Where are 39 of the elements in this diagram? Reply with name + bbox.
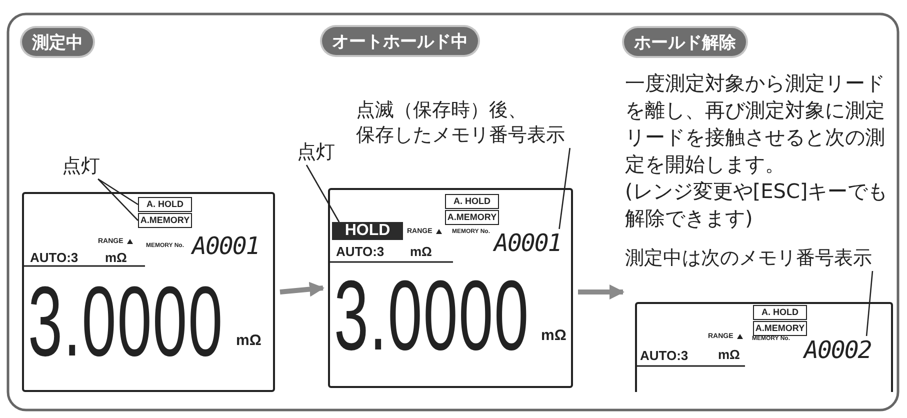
- lcd-screen: [635, 302, 893, 392]
- indicator-label: A. HOLD: [445, 194, 499, 209]
- indicator-label: A. HOLD: [753, 305, 807, 320]
- memory-number-readout: A0001: [192, 232, 260, 260]
- callout-text: 点滅（保存時）後、保存したメモリ番号表示: [356, 98, 586, 148]
- hold-indicator: HOLD: [332, 222, 403, 240]
- unit-text: mΩ: [105, 250, 127, 265]
- range-mode-text: AUTO:3: [336, 244, 384, 259]
- callout-text: 点灯: [297, 140, 335, 165]
- section-badge: オートホールド中: [322, 27, 478, 55]
- callout-text: 点灯: [62, 154, 100, 179]
- indicator-label: A.MEMORY: [138, 213, 192, 228]
- description-text: (レンジ変更や[ESC]キーでも解除できます): [625, 178, 889, 232]
- arrow: [578, 284, 624, 300]
- leader-line: [98, 178, 138, 206]
- lcd-screen: [328, 188, 573, 388]
- range-mode-text: AUTO:3: [30, 250, 78, 265]
- unit-text: mΩ: [236, 332, 262, 349]
- callout-text: 測定中は次のメモリ番号表示: [625, 246, 900, 271]
- section-badge: 測定中: [22, 28, 93, 56]
- unit-text: mΩ: [541, 327, 566, 344]
- arrow: [280, 282, 324, 297]
- indicator-label: A. HOLD: [138, 197, 192, 212]
- unit-text: mΩ: [718, 347, 740, 362]
- leader-line: [98, 178, 138, 221]
- section-badge: ホールド解除: [624, 28, 746, 56]
- measurement-readout: 3.0000: [334, 268, 530, 368]
- memory-number-readout: A0001: [494, 229, 562, 257]
- leader-line: [558, 148, 571, 230]
- measurement-readout: 3.0000: [28, 274, 224, 374]
- leader-line: [306, 164, 340, 222]
- description-text: 一度測定対象から測定リードを離し、再び測定対象に測定リードを接触させると次の測定を開始します。: [625, 70, 886, 178]
- indicator-label: A.MEMORY: [445, 210, 499, 225]
- memory-number-readout: A0002: [804, 336, 872, 364]
- range-mode-text: AUTO:3: [640, 348, 688, 363]
- indicator-label: A.MEMORY: [753, 321, 807, 336]
- leader-line: [866, 270, 874, 336]
- unit-text: mΩ: [410, 244, 432, 259]
- lcd-screen: [22, 192, 275, 392]
